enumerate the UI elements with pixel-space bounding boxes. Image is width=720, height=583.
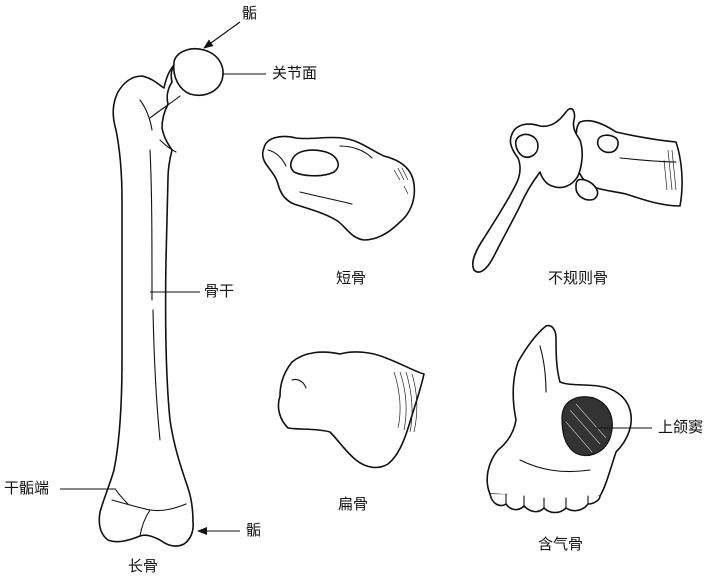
label-shaft: 骨干 — [204, 282, 235, 300]
caption-short-bone: 短骨 — [336, 269, 367, 287]
caption-pneumatic-bone: 含气骨 — [538, 535, 584, 553]
label-articular-surface: 关节面 — [272, 64, 318, 82]
label-metaphysis: 干骺端 — [4, 479, 50, 497]
irregular-bone-illustration — [471, 107, 683, 273]
short-bone-illustration — [261, 135, 416, 241]
long-bone-illustration — [98, 47, 224, 547]
caption-long-bone: 长骨 — [128, 557, 159, 575]
epiphysis-top-arrow — [203, 21, 241, 49]
label-epiphysis-top: 骺 — [242, 4, 258, 22]
label-maxillary-sinus: 上颌窦 — [658, 418, 704, 436]
caption-flat-bone: 扁骨 — [338, 495, 369, 513]
label-epiphysis-bottom: 骺 — [246, 521, 262, 539]
pneumatic-bone-illustration — [486, 324, 632, 514]
caption-irregular-bone: 不规则骨 — [548, 269, 609, 287]
flat-bone-illustration — [277, 351, 425, 469]
